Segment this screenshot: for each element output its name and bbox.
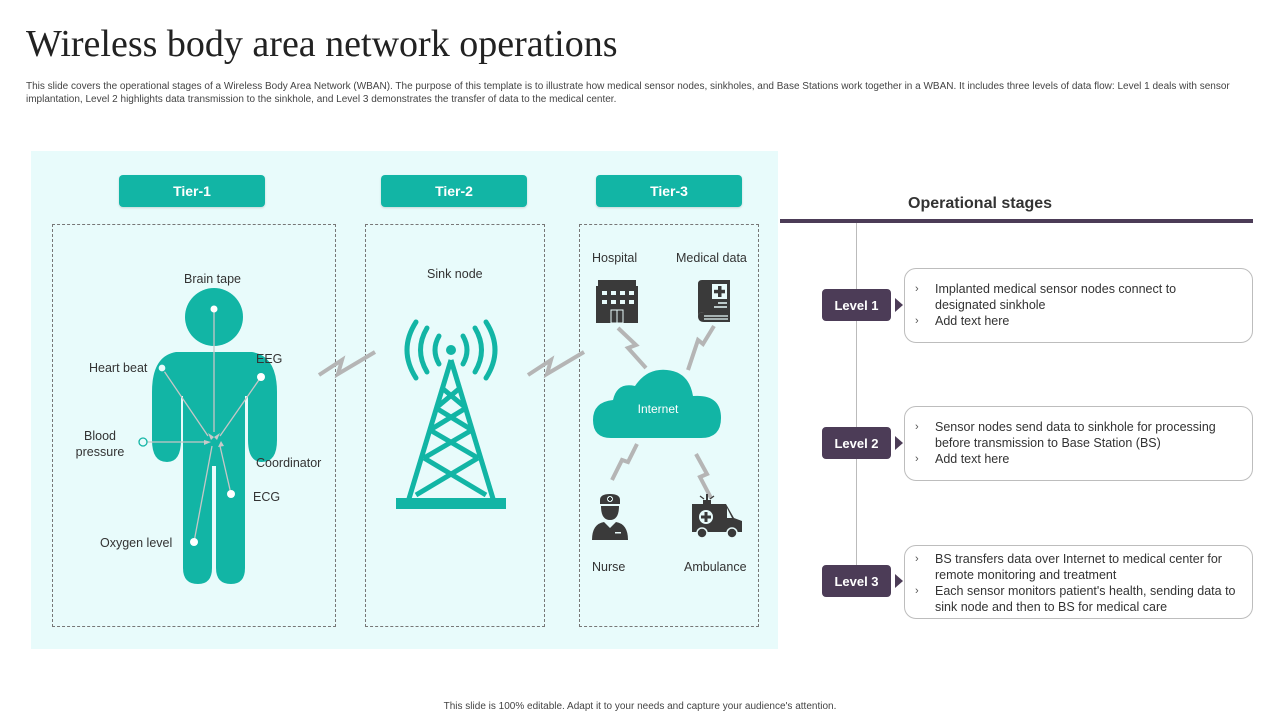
level-1-arrow-icon (895, 298, 903, 312)
sensor-label-blood-pressure: Blood pressure (75, 429, 125, 459)
chevron-right-icon: › (915, 453, 919, 465)
operational-stages-divider (780, 219, 1253, 223)
chevron-right-icon: › (915, 585, 919, 597)
page-title: Wireless body area network operations (26, 23, 618, 65)
hospital-icon (596, 280, 638, 324)
level-3-description: › BS transfers data over Internet to med… (904, 545, 1253, 619)
tier-3-box (579, 224, 759, 627)
internet-label: Internet (637, 402, 679, 416)
medical-data-label: Medical data (676, 251, 747, 265)
chevron-right-icon: › (915, 553, 919, 565)
operational-stages-title: Operational stages (908, 195, 1053, 212)
tier-2-box (365, 224, 545, 627)
list-item: › Add text here (915, 314, 1010, 328)
list-item: › Sensor nodes send data to sinkhole for… (915, 420, 1216, 450)
sensor-label-heart-beat: Heart beat (89, 361, 148, 375)
tier-2-header: Tier-2 (381, 175, 527, 207)
chevron-right-icon: › (915, 421, 919, 433)
cell-tower-icon (396, 319, 506, 509)
internet-cloud-icon (593, 369, 721, 438)
signal-bolt-tier1-tier2 (317, 350, 377, 379)
level-1-badge: Level 1 (822, 289, 891, 321)
chevron-right-icon: › (915, 315, 919, 327)
chevron-right-icon: › (915, 283, 919, 295)
ambulance-label: Ambulance (684, 560, 747, 574)
level-1-description: › Implanted medical sensor nodes connect… (904, 268, 1253, 343)
list-item: › Add text here (915, 452, 1010, 466)
nurse-label: Nurse (592, 560, 626, 574)
level-3-badge: Level 3 (822, 565, 891, 597)
hospital-label: Hospital (592, 251, 638, 265)
signal-bolt-nurse (610, 443, 639, 481)
tier-1-box (52, 224, 336, 627)
level-3-arrow-icon (895, 574, 903, 588)
signal-bolt-hospital (616, 326, 648, 370)
sink-node-label: Sink node (427, 267, 483, 281)
sensor-label-brain-tape: Brain tape (184, 272, 241, 286)
list-item: › BS transfers data over Internet to med… (915, 552, 1222, 582)
ambulance-icon (692, 494, 742, 539)
tier-3-header: Tier-3 (596, 175, 742, 207)
signal-bolt-medical-data (686, 324, 716, 371)
timeline-line (856, 223, 857, 583)
level-2-arrow-icon (895, 436, 903, 450)
sensor-label-coordinator: Coordinator (256, 456, 322, 470)
signal-bolt-tier2-tier3 (526, 350, 586, 379)
list-item: › Each sensor monitors patient's health,… (915, 584, 1236, 614)
footer-note: This slide is 100% editable. Adapt it to… (443, 701, 837, 712)
page-subtitle: This slide covers the operational stages… (26, 81, 1230, 105)
level-2-badge: Level 2 (822, 427, 891, 459)
tier-1-header: Tier-1 (119, 175, 265, 207)
sensor-label-ecg: ECG (253, 490, 281, 504)
sensor-label-eeg: EEG (256, 352, 283, 366)
list-item: › Implanted medical sensor nodes connect… (915, 282, 1177, 312)
medical-record-icon (698, 280, 730, 322)
sensor-label-oxygen-level: Oxygen level (100, 536, 173, 550)
signal-bolt-ambulance (694, 453, 713, 499)
nurse-icon (592, 494, 628, 540)
level-2-description: › Sensor nodes send data to sinkhole for… (904, 406, 1253, 481)
